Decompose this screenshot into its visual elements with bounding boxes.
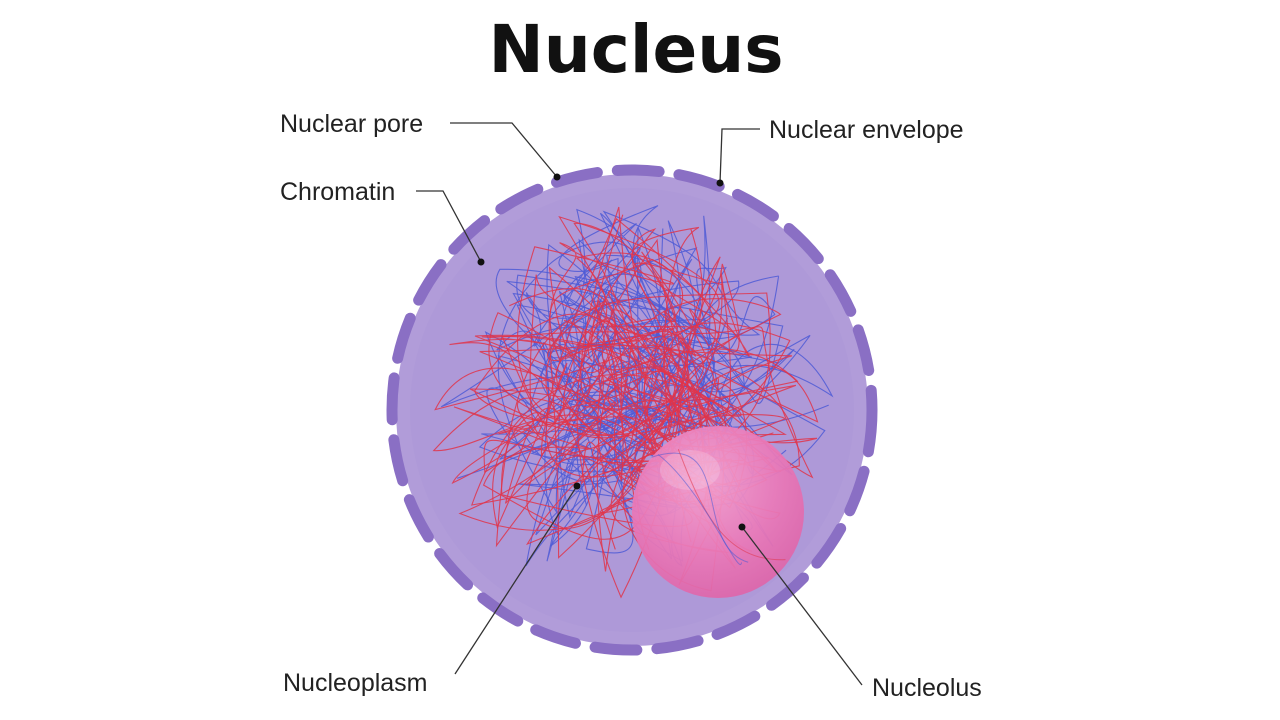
leader-chromatin [416, 190, 482, 263]
label-nuclear-pore: Nuclear pore [280, 110, 423, 138]
label-nucleoplasm: Nucleoplasm [283, 669, 428, 697]
leader-lines [416, 122, 863, 686]
dot-nucleolus [738, 523, 746, 531]
leader-nucleolus [741, 526, 863, 686]
chromatin-strand-blue [506, 208, 746, 507]
chromatin-strand-blue [457, 241, 795, 567]
page-title: Nucleus [488, 11, 783, 88]
chromatin-strand-over-nucleolus [657, 453, 742, 566]
label-nuclear-envelope: Nuclear envelope [769, 116, 964, 144]
nucleolus-highlight [660, 450, 720, 490]
chromatin-strand-red [488, 238, 778, 552]
chromatin-strand-over-nucleolus [651, 452, 749, 563]
dot-nuclear-pore [553, 173, 561, 181]
dot-nucleoplasm [573, 482, 581, 490]
label-nucleolus: Nucleolus [872, 674, 982, 702]
leader-nuclear-envelope [719, 128, 760, 184]
leader-nuclear-pore [450, 122, 558, 178]
nuclear-envelope [386, 164, 878, 656]
leader-nucleoplasm [454, 485, 578, 675]
dot-chromatin [477, 258, 485, 266]
dot-nuclear-envelope [716, 179, 724, 187]
label-chromatin: Chromatin [280, 178, 395, 206]
nucleolus [632, 426, 804, 598]
